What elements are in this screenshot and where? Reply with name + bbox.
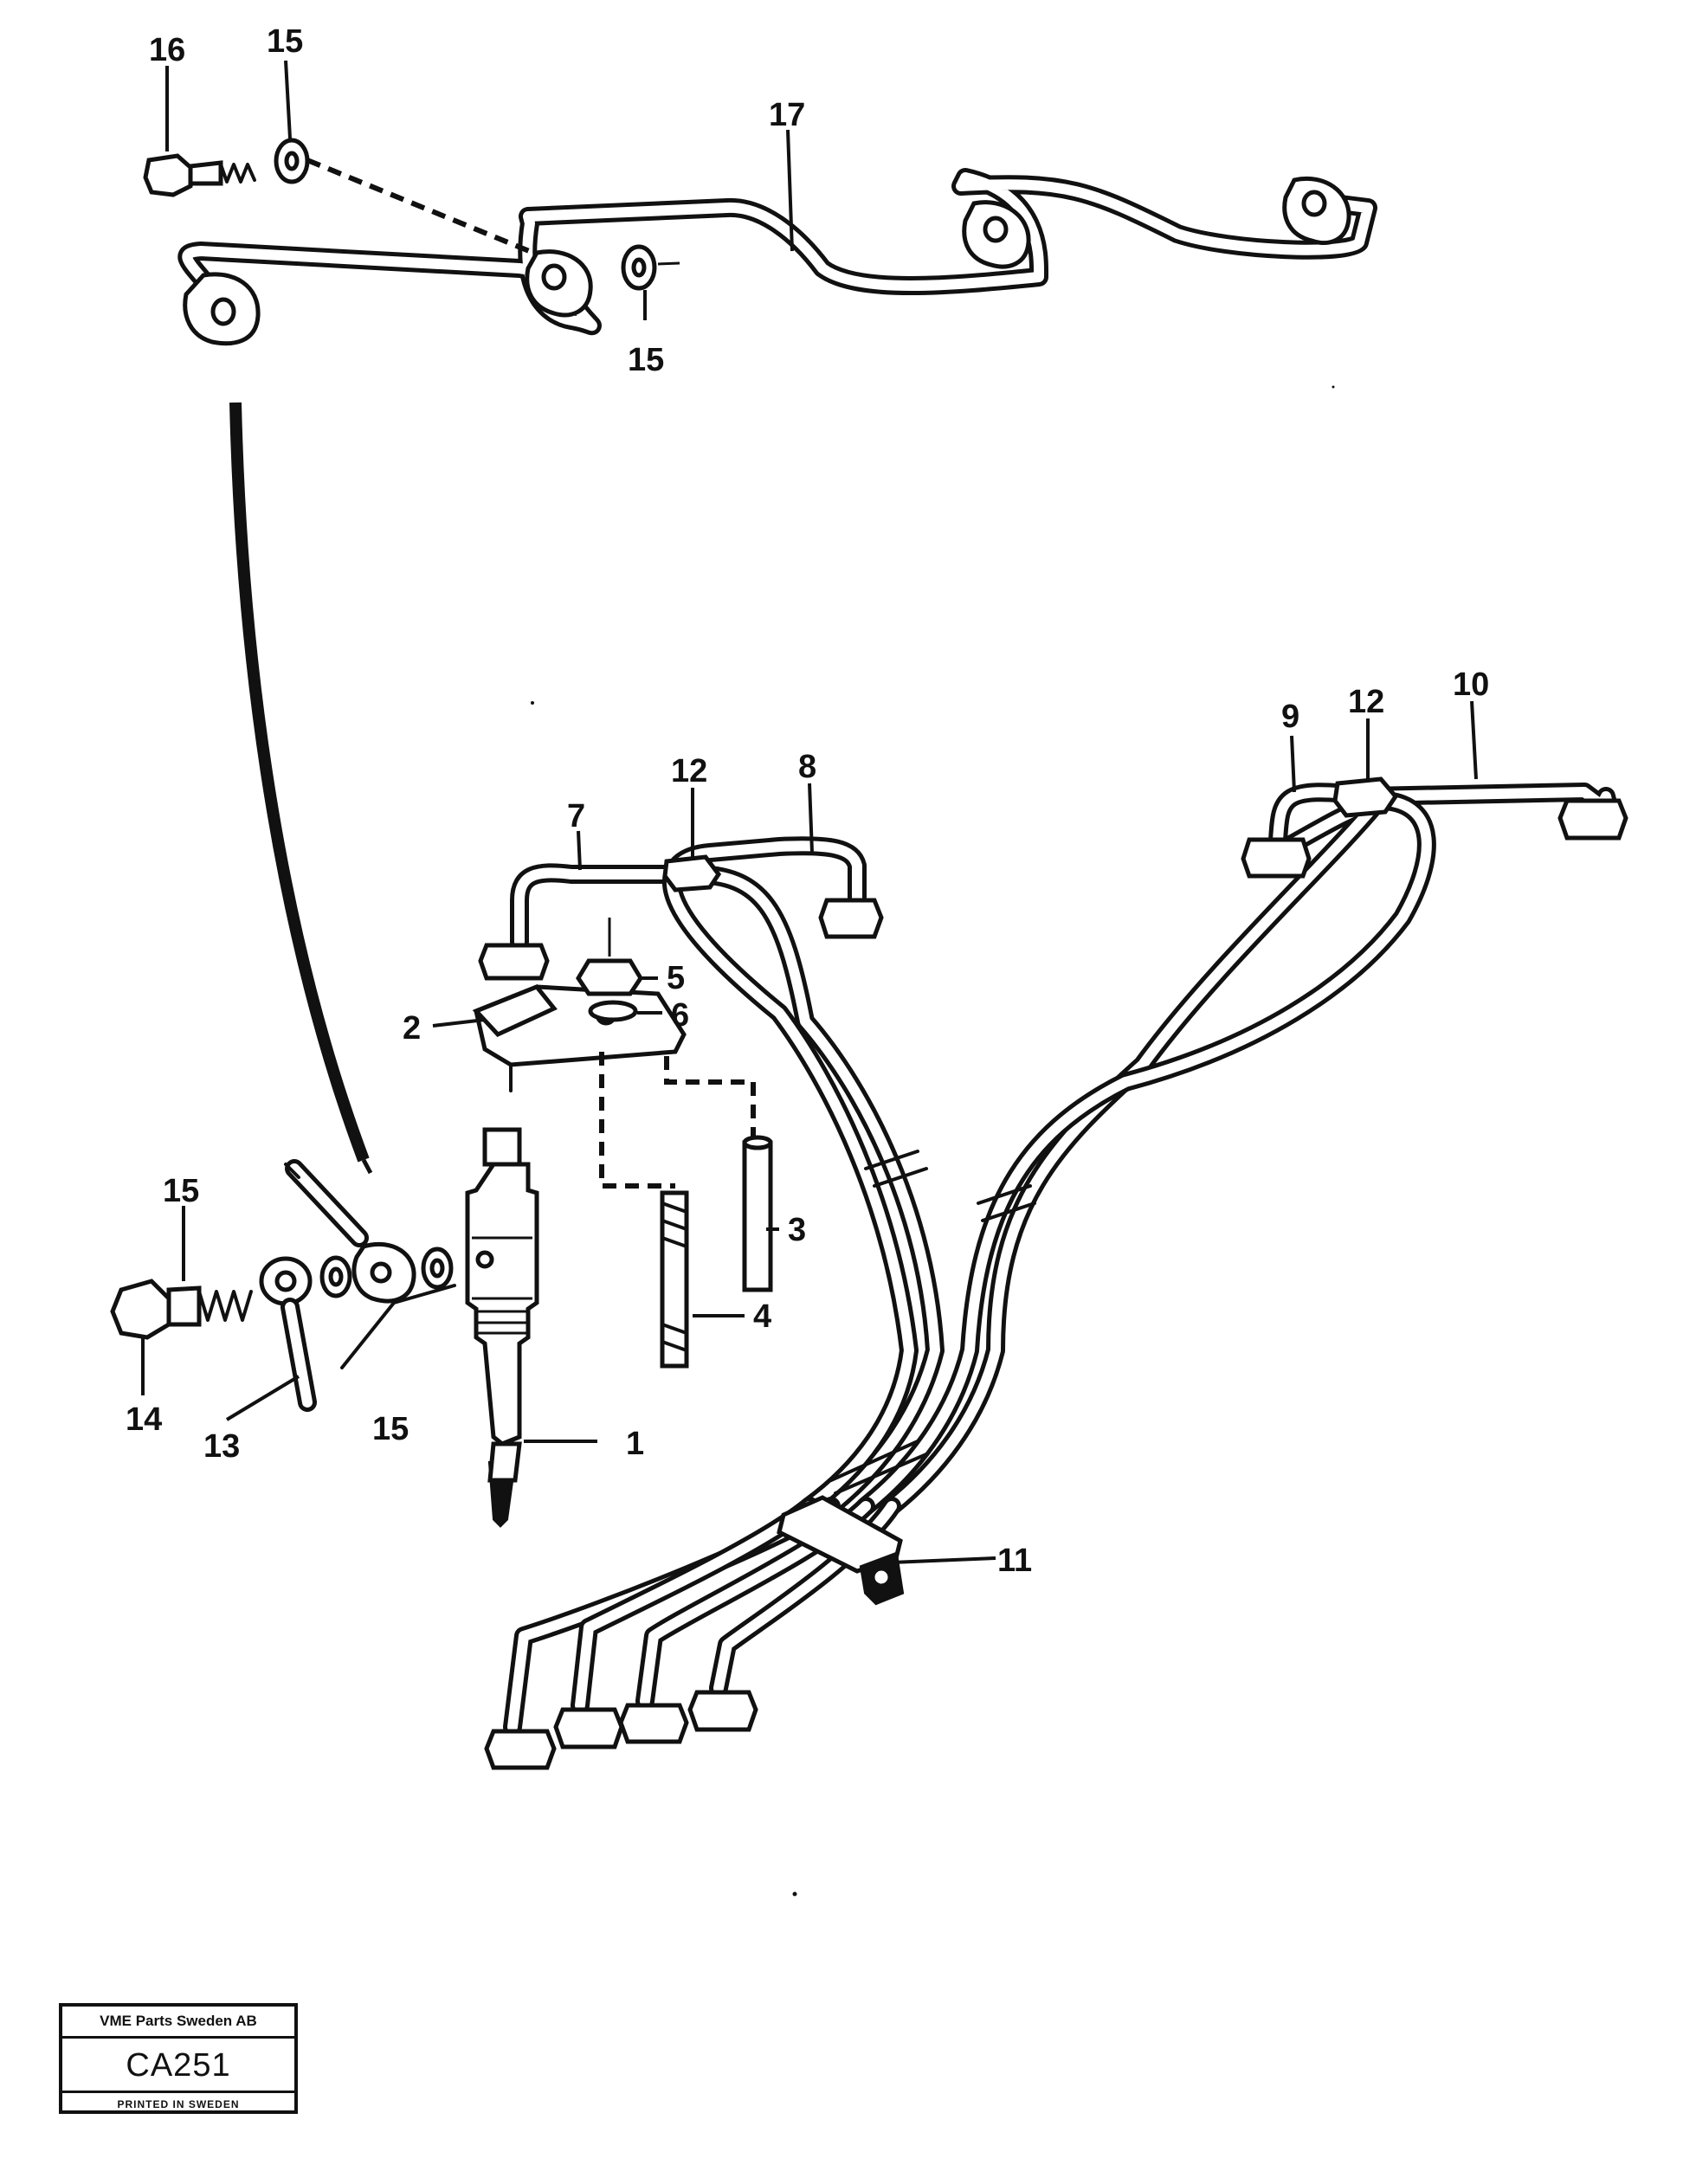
callout-11: 11 (997, 1543, 1032, 1579)
pipe-clamp (662, 854, 722, 892)
printed-note: PRINTED IN SWEDEN (62, 2091, 294, 2116)
callout-14: 14 (126, 1401, 162, 1438)
pipe-nut (553, 1707, 624, 1749)
callout-6: 6 (671, 997, 689, 1034)
callout-13: 13 (203, 1428, 240, 1465)
callout-15: 15 (267, 23, 303, 60)
callout-9: 9 (1281, 699, 1299, 735)
pipe-nut (478, 943, 550, 981)
banjo-union (110, 1159, 456, 1412)
reference-curve (229, 402, 370, 1163)
pipe-nut (484, 1729, 557, 1770)
sealing-washer (284, 151, 300, 171)
nut (576, 918, 643, 996)
pipe-nut (1557, 798, 1628, 841)
callout-10: 10 (1453, 667, 1489, 703)
banjo-fitting (962, 200, 1031, 269)
callout-7: 7 (567, 798, 585, 834)
pressure-pipe-bundle (503, 783, 1620, 1736)
banjo-fitting (183, 272, 261, 346)
callout-16: 16 (149, 32, 185, 68)
sealing-washer (631, 257, 647, 278)
callout-12: 12 (1348, 684, 1384, 720)
callout-12: 12 (671, 753, 707, 789)
company-name: VME Parts Sweden AB (62, 2007, 294, 2039)
drawing-code: CA251 (126, 2047, 231, 2084)
injector (465, 1127, 539, 1528)
injector-bracket (472, 983, 687, 1092)
callout-5: 5 (667, 960, 685, 996)
callout-15: 15 (163, 1173, 199, 1209)
pipe-nut (818, 898, 884, 939)
title-block: VME Parts Sweden AB CA251 PRINTED IN SWE… (59, 2003, 298, 2114)
callout-17: 17 (769, 97, 805, 133)
sleeve (742, 1135, 773, 1292)
banjo-fitting (1282, 176, 1351, 246)
callout-15: 15 (372, 1411, 409, 1447)
callout-8: 8 (798, 749, 816, 785)
banjo-fitting (525, 249, 593, 318)
callout-4: 4 (753, 1298, 771, 1335)
pipe-nut (687, 1690, 758, 1732)
washer (588, 1000, 638, 1022)
callout-15: 15 (628, 342, 664, 378)
bundle-clamp (777, 1495, 905, 1606)
leak-off-pipe-assembly (143, 138, 1377, 346)
callout-3: 3 (788, 1212, 806, 1248)
callout-2: 2 (403, 1010, 421, 1047)
pipe-clamp (1332, 776, 1399, 818)
callout-1: 1 (626, 1426, 644, 1462)
banjo-bolt (143, 153, 256, 197)
stud (660, 1190, 689, 1369)
pipe-nut (618, 1703, 689, 1744)
pipe-nut (1241, 837, 1312, 879)
